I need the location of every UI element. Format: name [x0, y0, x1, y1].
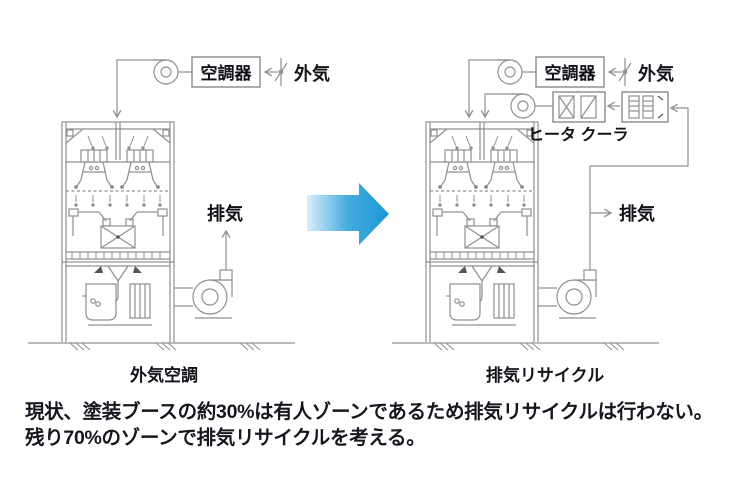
heater-cooler-box: [552, 91, 606, 123]
outside-air-damper-icon: [263, 58, 288, 86]
air-conditioner-label: 空調器: [545, 63, 597, 83]
note-line-2: 残り70%のゾーンで排気リサイクルを考える。: [25, 427, 426, 449]
left-caption: 外気空調: [130, 365, 198, 385]
outside-air-label: 外気: [638, 63, 674, 84]
supply-fan-icon: [153, 59, 179, 85]
supply-duct: [464, 59, 536, 119]
paint-booth-illustration: [391, 121, 660, 351]
recycle-loop-duct: [589, 103, 689, 270]
exhaust-label: 排気: [619, 203, 655, 224]
exhaust-label: 排気: [207, 203, 243, 224]
diagram-canvas: 空調器 外気 排気 外気空調 空調器: [27, 56, 689, 385]
transition-arrow-icon: [307, 183, 389, 245]
outside-air-damper-icon: [607, 58, 632, 86]
right-diagram: 空調器 外気 ヒータ クーラ: [391, 56, 689, 385]
supply-duct: [112, 59, 192, 119]
left-diagram: 空調器 外気 排気 外気空調: [27, 56, 330, 385]
recycle-filter-box: [621, 91, 669, 123]
note-line-1: 現状、塗装ブースの約30%は有人ゾーンであるため排気リサイクルは行わない。: [25, 401, 713, 423]
heater-cooler-label: ヒータ クーラ: [528, 126, 628, 144]
air-conditioner-box: [535, 56, 605, 88]
outside-air-label: 外気: [294, 63, 330, 84]
supply-fan-icon: [497, 59, 523, 85]
air-conditioner-box: [191, 56, 261, 88]
paint-booth-illustration: [27, 121, 296, 351]
right-caption: 排気リサイクル: [486, 365, 604, 385]
recycle-supply-duct: [480, 93, 553, 119]
note-text: 現状、塗装ブースの約30%は有人ゾーンであるため排気リサイクルは行わない。 残り…: [25, 399, 740, 451]
air-conditioner-label: 空調器: [201, 63, 253, 83]
recycle-fan-icon: [510, 93, 536, 119]
